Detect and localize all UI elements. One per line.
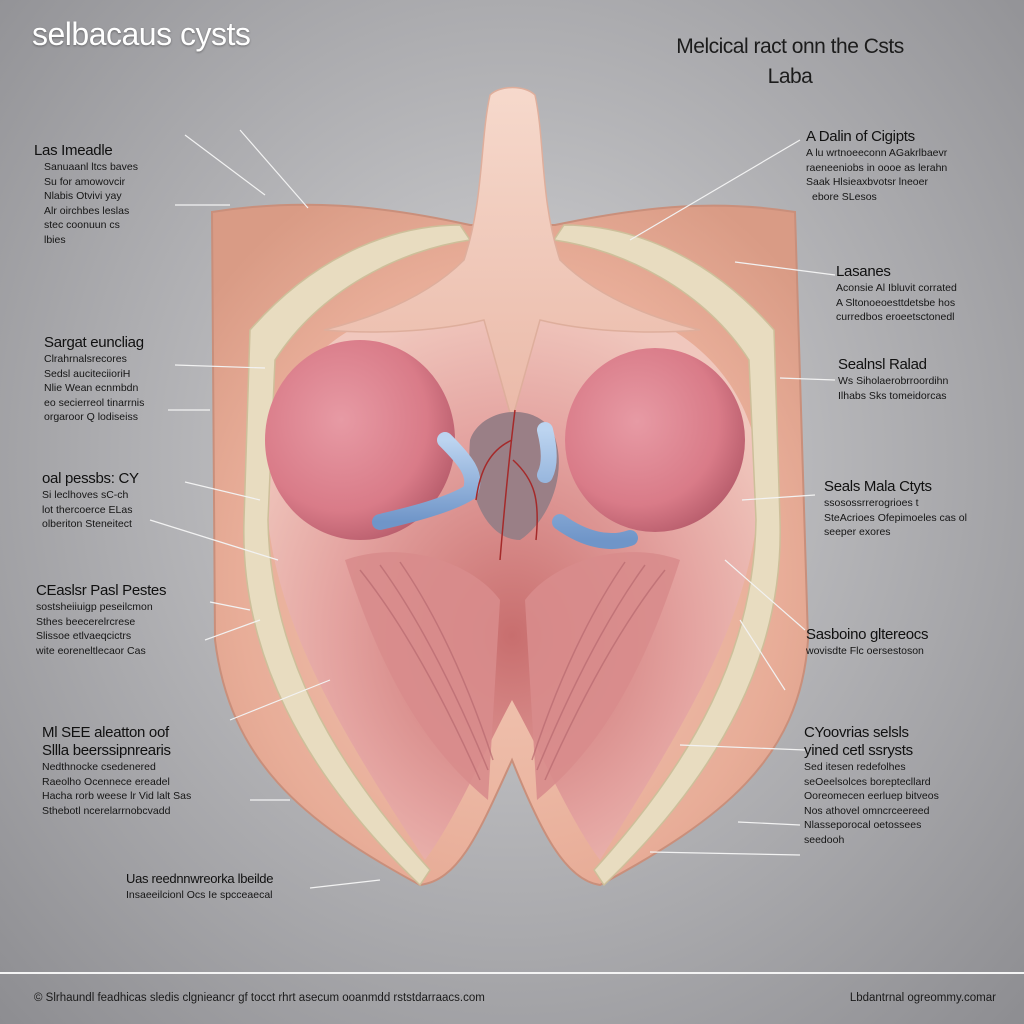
label-line: A lu wrtnoeeconn AGakrlbaevr xyxy=(806,147,948,159)
left-gland-lobe xyxy=(265,340,455,540)
label-line: Sed itesen redefolhes xyxy=(804,761,906,773)
label-left-6: Uas reednnwreorka lbeilde Insaeeilcionl … xyxy=(126,870,336,903)
left-blue-duct xyxy=(372,432,481,530)
label-left-2: Sargat euncliag Clrahrnalsrecores Sedsl … xyxy=(44,334,254,425)
page-subtitle: Melcical ract onn the Csts Laba xyxy=(640,32,940,92)
label-heading: oal pessbs: CY xyxy=(42,470,139,487)
label-line: eo secierreol tinarrnis xyxy=(44,396,145,409)
label-line: ssosossrrerogrioes t xyxy=(824,497,919,509)
right-blue-duct xyxy=(537,422,638,549)
label-right-1: A Dalin of Cigipts A lu wrtnoeeconn AGak… xyxy=(806,128,1016,204)
label-heading: Las Imeadle xyxy=(34,142,113,159)
label-line: Sedsl auciteciioriH xyxy=(44,367,131,380)
label-line: Alr oirchbes leslas xyxy=(44,204,130,217)
label-left-5: Ml SEE aleatton oof Sllla beerssipnreari… xyxy=(42,724,252,818)
label-line: seedooh xyxy=(804,833,845,846)
label-line: ebore SLesos xyxy=(812,190,877,203)
label-left-1: Las Imeadle Sanuaanl ltcs baves Su for a… xyxy=(34,142,244,247)
label-line: Raeolho Ocennece ereadel xyxy=(42,775,170,788)
label-line: Su for amowovcir xyxy=(44,175,126,188)
label-heading: Sargat euncliag xyxy=(44,334,144,351)
label-line: A Sltonoeoesttdetsbe hos xyxy=(836,296,956,309)
label-line: stec coonuun cs xyxy=(44,219,120,231)
label-heading: Sasboino gltereocs xyxy=(806,626,929,643)
fat-layer-left xyxy=(243,224,472,887)
label-line: Sanuaanl ltcs baves xyxy=(44,161,138,173)
label-heading-2: yined cetl ssrysts xyxy=(804,742,913,759)
label-line: Ws Siholaerobrroordihn xyxy=(838,375,949,387)
label-heading: CEaslsr Pasl Pestes xyxy=(36,582,167,599)
label-line: Sthes beecerelrcrese xyxy=(36,615,136,628)
label-line: curredbos eroeetsctonedl xyxy=(836,311,955,323)
label-line: Nlasseporocal oetossees xyxy=(804,819,922,831)
label-heading: Uas reednnwreorka lbeilde xyxy=(126,871,274,886)
label-line: orgaroor Q lodiseiss xyxy=(44,411,138,423)
label-right-6: CYoovrias selsls yined cetl ssrysts Sed … xyxy=(804,724,1014,847)
fiber-striations xyxy=(359,561,666,781)
label-line: olberiton Steneitect xyxy=(42,518,132,530)
label-right-3: Sealnsl Ralad Ws Siholaerobrroordihn Ilh… xyxy=(838,356,1024,403)
label-line: wite eoreneltlecaor Cas xyxy=(36,644,146,657)
label-line: Saak Hlsieaxbvotsr lneoer xyxy=(806,176,928,188)
blood-vessels xyxy=(475,409,539,561)
fat-layer-right xyxy=(552,224,781,887)
label-line: Slissoe etlvaeqcictrs xyxy=(36,630,132,642)
label-left-4: CEaslsr Pasl Pestes sostsheiiuigp peseil… xyxy=(36,582,246,658)
central-stalk xyxy=(323,86,701,423)
label-right-4: Seals Mala Ctyts ssosossrrerogrioes t St… xyxy=(824,478,1024,540)
label-right-5: Sasboino gltereocs wovisdte Flc oersesto… xyxy=(806,626,1016,659)
label-heading: Sealnsl Ralad xyxy=(838,356,927,373)
leader-lines xyxy=(149,129,836,889)
label-heading: CYoovrias selsls xyxy=(804,724,909,741)
footer-copyright: © Slrhaundl feadhicas sledis clgnieancr … xyxy=(34,992,485,1004)
label-line: Si leclhoves sC-ch xyxy=(42,489,129,501)
label-right-2: Lasanes Aconsie Al Ibluvit corrated A Sl… xyxy=(836,263,1024,325)
subtitle-line-1: Melcical ract onn the Csts xyxy=(676,35,904,58)
label-line: Ilhabs Sks tomeidorcas xyxy=(838,389,947,402)
label-line: sostsheiiuigp peseilcmon xyxy=(36,601,153,613)
label-line: Nedthnocke csedenered xyxy=(42,761,156,773)
label-line: Nlie Wean ecnmbdn xyxy=(44,382,139,394)
label-line: Hacha rorb weese lr Vid lalt Sas xyxy=(42,790,192,802)
label-heading: Ml SEE aleatton oof xyxy=(42,724,169,741)
label-line: lot thercoerce ELas xyxy=(42,503,133,516)
label-line: Clrahrnalsrecores xyxy=(44,353,127,365)
label-line: wovisdte Flc oersestoson xyxy=(806,645,924,657)
label-line: Sthebotl ncerelarrnobcvadd xyxy=(42,804,171,817)
label-line: Aconsie Al Ibluvit corrated xyxy=(836,282,957,294)
label-line: seOeelsolces boreptecllard xyxy=(804,775,931,788)
label-line: Nlabis Otvivi yay xyxy=(44,190,122,202)
footer-site-link[interactable]: Lbdantrnal ogreommy.comar xyxy=(849,992,996,1004)
label-line: raeneeniobs in oooe as lerahn xyxy=(806,161,948,174)
label-line: SteAcrioes Ofepimoeles cas ol xyxy=(824,511,967,524)
footer-divider xyxy=(0,972,1024,974)
label-line: Insaeeilcionl Ocs Ie spcceaecal xyxy=(126,889,273,901)
label-heading: A Dalin of Cigipts xyxy=(806,128,915,145)
label-heading: Seals Mala Ctyts xyxy=(824,478,932,495)
label-heading: Lasanes xyxy=(836,263,891,280)
subtitle-line-2: Laba xyxy=(767,65,813,88)
label-line: seeper exores xyxy=(824,526,891,538)
label-line: lbies xyxy=(44,233,66,246)
label-line: Ooreomecen eerluep bitveos xyxy=(804,790,939,802)
label-left-3: oal pessbs: CY Si leclhoves sC-ch lot th… xyxy=(42,470,252,532)
label-line: Nos athovel omncrceereed xyxy=(804,804,930,817)
page-title: selbacaus cysts xyxy=(32,16,251,52)
label-heading-2: Sllla beerssipnrearis xyxy=(42,742,171,759)
right-gland-lobe xyxy=(565,348,745,532)
